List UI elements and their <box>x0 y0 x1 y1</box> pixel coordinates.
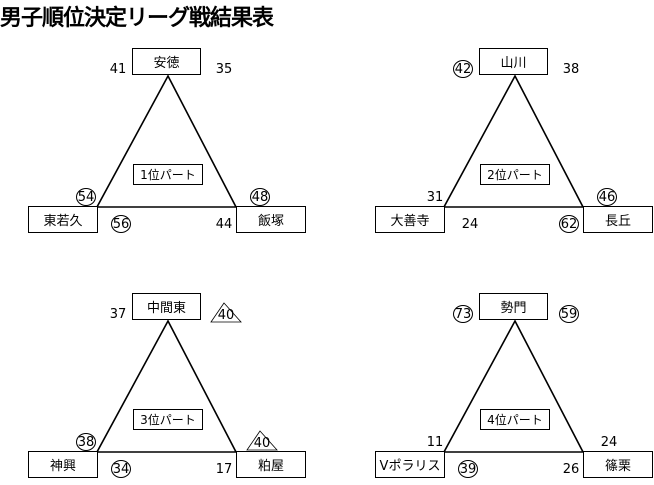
score-value: 34 <box>112 461 130 477</box>
score-value: 35 <box>215 61 233 77</box>
score-top-left: 41 <box>106 60 130 78</box>
score-bottom-left-circle-marked: 56 <box>111 215 131 233</box>
page-title: 男子順位決定リーグ戦結果表 <box>0 6 274 31</box>
score-bottom-right: 26 <box>559 460 583 478</box>
team-box-top: 安徳 <box>132 48 201 75</box>
score-value: 38 <box>77 434 95 450</box>
score-right-top-circle-marked: 48 <box>250 188 270 206</box>
score-value: 46 <box>598 189 616 205</box>
score-bottom-right: 44 <box>212 215 236 233</box>
score-value: 44 <box>215 216 233 232</box>
part-label: 1位パート <box>133 164 203 185</box>
score-top-left-circle-marked: 73 <box>453 305 473 323</box>
team-box-right: 篠栗 <box>583 451 653 478</box>
league-part-3: 中間東神興 粕屋 3位パート 37 40 38 40 34 17 <box>0 245 310 485</box>
score-right-top-circle-marked: 46 <box>597 188 617 206</box>
league-part-2: 山川大善寺 長丘 2位パート 42 38 31 46 24 62 <box>347 0 654 240</box>
score-value: 59 <box>560 306 578 322</box>
score-value: 41 <box>109 61 127 77</box>
score-bottom-left-circle-marked: 34 <box>111 460 131 478</box>
score-value: 37 <box>109 306 127 322</box>
team-box-top: 山川 <box>479 48 548 75</box>
team-box-left: 大善寺 <box>375 206 445 233</box>
team-box-left: 神興 <box>28 451 98 478</box>
score-left-top: 31 <box>423 188 447 206</box>
score-value: 17 <box>215 461 233 477</box>
score-left-top: 11 <box>423 433 447 451</box>
score-value: 26 <box>562 461 580 477</box>
score-value: 24 <box>461 216 479 232</box>
score-value: 62 <box>560 216 578 232</box>
triangle-lines <box>442 74 585 208</box>
score-top-right-triangle-marked: 40 <box>210 302 242 323</box>
triangle-lines <box>95 319 238 453</box>
team-box-top: 勢門 <box>479 293 548 320</box>
score-value: 48 <box>251 189 269 205</box>
score-value: 11 <box>426 434 444 450</box>
score-top-right-circle-marked: 59 <box>559 305 579 323</box>
part-label: 3位パート <box>133 409 203 430</box>
score-top-right: 38 <box>559 60 583 78</box>
score-bottom-right: 17 <box>212 460 236 478</box>
score-top-left: 37 <box>106 305 130 323</box>
score-value: 54 <box>77 189 95 205</box>
part-label: 2位パート <box>480 164 550 185</box>
team-box-right: 飯塚 <box>236 206 306 233</box>
triangle-lines <box>95 74 238 208</box>
part-label: 4位パート <box>480 409 550 430</box>
score-value: 40 <box>217 307 235 323</box>
triangle-mark-icon <box>246 430 278 451</box>
score-bottom-left: 24 <box>458 215 482 233</box>
score-top-right: 35 <box>212 60 236 78</box>
score-value: 31 <box>426 189 444 205</box>
team-box-right: 長丘 <box>583 206 653 233</box>
triangle-mark-icon <box>210 302 242 323</box>
score-top-left-circle-marked: 42 <box>453 60 473 78</box>
league-part-1: 安徳東若久 飯塚 1位パート 41 35 54 48 56 44 <box>0 0 310 240</box>
score-value: 24 <box>600 434 618 450</box>
triangle-lines <box>442 319 585 453</box>
league-part-4: 勢門 Vポラリス 篠栗 4位パート 73 59 11 24 39 26 <box>347 245 654 485</box>
score-value: 39 <box>459 461 477 477</box>
score-bottom-right-circle-marked: 62 <box>559 215 579 233</box>
score-value: 73 <box>454 306 472 322</box>
score-value: 42 <box>454 61 472 77</box>
score-left-top-circle-marked: 38 <box>76 433 96 451</box>
score-bottom-left-circle-marked: 39 <box>458 460 478 478</box>
score-left-top-circle-marked: 54 <box>76 188 96 206</box>
team-box-top: 中間東 <box>132 293 201 320</box>
team-box-left: 東若久 <box>28 206 98 233</box>
score-right-top-triangle-marked: 40 <box>246 430 278 451</box>
score-value: 56 <box>112 216 130 232</box>
team-box-right: 粕屋 <box>236 451 306 478</box>
score-value: 38 <box>562 61 580 77</box>
team-box-left: Vポラリス <box>375 451 445 478</box>
score-right-top: 24 <box>597 433 621 451</box>
score-value: 40 <box>253 435 271 451</box>
